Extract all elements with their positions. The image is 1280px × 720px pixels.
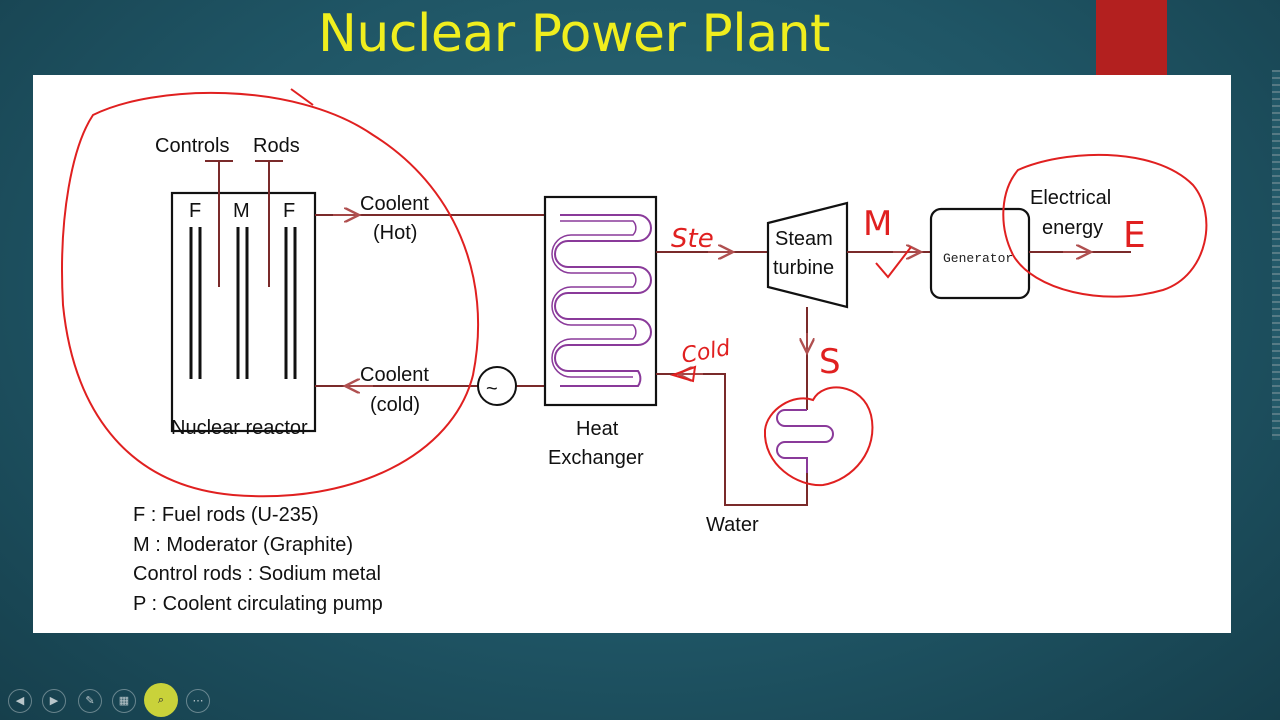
reactor-circle bbox=[61, 91, 480, 498]
reactor-label: Nuclear reactor bbox=[171, 417, 308, 439]
generator-label: Generator bbox=[943, 251, 1013, 266]
turbine-label-2: turbine bbox=[773, 257, 834, 279]
controls-label: Controls bbox=[155, 135, 229, 157]
rod-letter-f2: F bbox=[283, 200, 295, 222]
rods-label: Rods bbox=[253, 135, 300, 157]
coolant-cold-label-2: (cold) bbox=[370, 394, 420, 416]
ink-cold-mark: Cold bbox=[680, 336, 734, 369]
legend-item-moderator: M : Moderator (Graphite) bbox=[133, 533, 354, 556]
legend-item-pump: P : Coolent circulating pump bbox=[133, 592, 383, 615]
ink-energy-mark: E bbox=[1123, 215, 1146, 256]
condenser-coil bbox=[776, 409, 834, 473]
ink-steam-down-mark: S bbox=[819, 342, 841, 382]
steam-turbine bbox=[766, 201, 849, 309]
generator-box bbox=[929, 207, 1031, 300]
control-rods bbox=[205, 160, 283, 287]
accent-tab bbox=[1096, 0, 1167, 75]
energy-circle bbox=[1002, 153, 1208, 298]
heat-label-2: Exchanger bbox=[548, 447, 644, 469]
more-options-icon[interactable]: ⋯ bbox=[186, 689, 210, 713]
ink-annotations bbox=[61, 88, 1208, 498]
legend: F : Fuel rods (U-235) M : Moderator (Gra… bbox=[133, 501, 383, 619]
water-return-pipe bbox=[656, 373, 808, 506]
ink-steam-mark: Ste bbox=[671, 224, 714, 254]
legend-item-fuel: F : Fuel rods (U-235) bbox=[133, 504, 319, 526]
fuel-rods bbox=[189, 227, 297, 379]
heat-exchanger-coil bbox=[554, 214, 652, 387]
zoom-icon[interactable]: ⌕ bbox=[144, 683, 178, 717]
heat-exchanger-box bbox=[543, 195, 658, 407]
turbine-label-1: Steam bbox=[775, 228, 833, 250]
scrollbar-strip bbox=[1272, 70, 1280, 440]
ink-mechanical-mark: M bbox=[863, 204, 892, 244]
nuclear-plant-diagram: Controls Rods F M F Nuclear reactor Cool… bbox=[61, 88, 1208, 536]
next-slide-icon[interactable]: ▶ bbox=[42, 689, 66, 713]
diagram-canvas: Controls Rods F M F Nuclear reactor Cool… bbox=[33, 75, 1231, 633]
slides-grid-icon[interactable]: ▦ bbox=[112, 689, 136, 713]
coolant-cold-label-1: Coolent bbox=[360, 364, 429, 386]
condenser-circle bbox=[763, 386, 874, 487]
water-label: Water bbox=[706, 514, 759, 536]
pen-icon[interactable]: ✎ bbox=[78, 689, 102, 713]
pump-icon bbox=[477, 366, 517, 406]
electrical-label-2: energy bbox=[1042, 217, 1103, 239]
rod-letter-m: M bbox=[233, 200, 250, 222]
slide-title: Nuclear Power Plant bbox=[318, 4, 830, 64]
pump-symbol: ~ bbox=[486, 378, 498, 400]
legend-item-control-rods: Control rods : Sodium metal bbox=[133, 563, 381, 585]
previous-slide-icon[interactable]: ◀ bbox=[8, 689, 32, 713]
heat-label-1: Heat bbox=[576, 418, 619, 440]
coolant-hot-label-2: (Hot) bbox=[373, 222, 417, 244]
check-mark bbox=[875, 246, 912, 279]
reactor-box bbox=[170, 191, 317, 433]
coolant-hot-label-1: Coolent bbox=[360, 193, 429, 215]
rod-letter-f1: F bbox=[189, 200, 201, 222]
electrical-label-1: Electrical bbox=[1030, 187, 1111, 209]
